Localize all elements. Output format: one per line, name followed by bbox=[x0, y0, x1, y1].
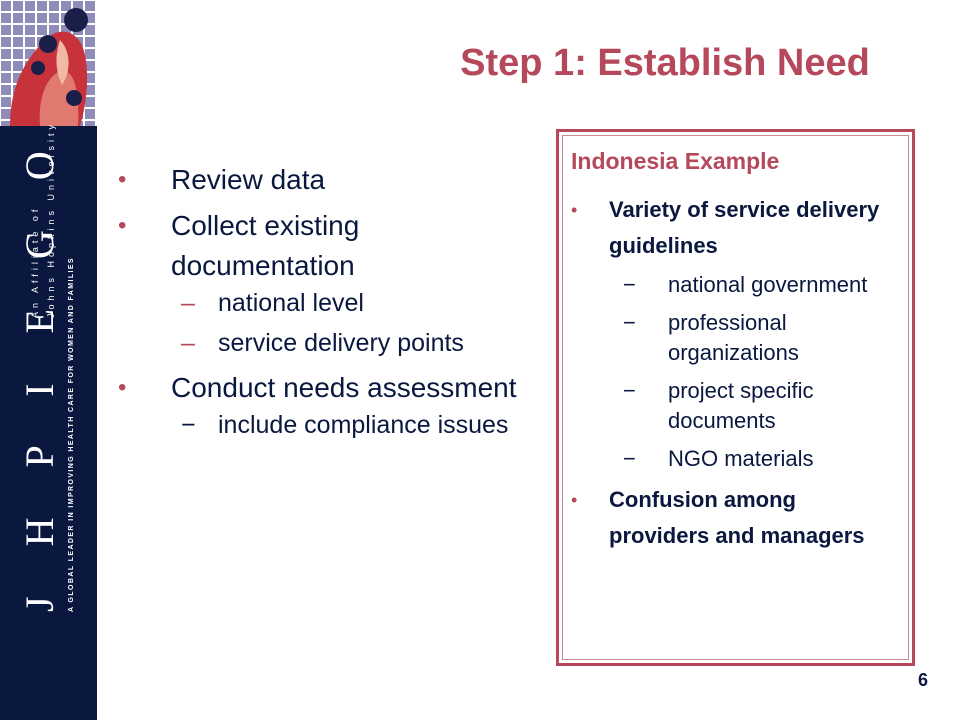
bullet-review-data: • Review data bbox=[118, 160, 548, 200]
bullet-text: Collect existing documentation bbox=[171, 210, 360, 281]
sub-bullet-list: − include compliance issues bbox=[171, 410, 548, 440]
bullet-marker: • bbox=[571, 490, 578, 510]
sub-bullet-text: include compliance issues bbox=[218, 411, 509, 439]
box-sub-list: − national government − professional org… bbox=[609, 270, 896, 474]
box-bullet-text: Confusion among providers and managers bbox=[609, 487, 865, 548]
box-title: Indonesia Example bbox=[571, 148, 780, 174]
box-sub-national-government: − national government bbox=[609, 270, 896, 300]
box-sub-professional-organizations: − professional organizations bbox=[609, 308, 896, 368]
bullet-text: Review data bbox=[171, 164, 326, 195]
bullet-conduct-needs-assessment: • Conduct needs assessment − include com… bbox=[118, 368, 548, 440]
dash-marker: − bbox=[623, 446, 636, 471]
dash-marker: − bbox=[623, 310, 636, 335]
box-sub-text: NGO materials bbox=[668, 446, 814, 471]
dash-marker: – bbox=[181, 289, 195, 317]
box-bullet-text: Variety of service delivery guidelines bbox=[609, 197, 880, 258]
box-sub-text: national government bbox=[668, 272, 868, 297]
affiliate-line-2: Johns Hopkins University bbox=[46, 120, 56, 318]
indonesia-example-box: Indonesia Example • Variety of service d… bbox=[556, 129, 915, 666]
affiliate-line-1: An Affiliate of bbox=[30, 205, 40, 318]
sidebar-branding: J H P I E G O An Affiliate of Johns Hopk… bbox=[0, 0, 97, 720]
dash-marker: − bbox=[623, 272, 636, 297]
sub-bullet-list: – national level – service delivery poin… bbox=[171, 288, 548, 358]
box-sub-text: professional organizations bbox=[668, 310, 799, 365]
brand-tagline: A GLOBAL LEADER IN IMPROVING HEALTH CARE… bbox=[68, 257, 75, 612]
bullet-marker: • bbox=[118, 212, 127, 239]
main-bullet-list: • Review data • Collect existing documen… bbox=[118, 160, 548, 450]
slide-title: Step 1: Establish Need bbox=[460, 42, 870, 84]
sub-bullet-service-delivery-points: – service delivery points bbox=[171, 328, 548, 358]
bullet-marker: • bbox=[571, 200, 578, 220]
box-bullet-confusion: • Confusion among providers and managers bbox=[571, 482, 896, 554]
sub-bullet-text: national level bbox=[218, 289, 364, 317]
sub-bullet-compliance-issues: − include compliance issues bbox=[171, 410, 548, 440]
box-sub-project-specific-documents: − project specific documents bbox=[609, 376, 896, 436]
bullet-collect-documentation: • Collect existing documentation – natio… bbox=[118, 206, 548, 358]
bullet-marker: • bbox=[118, 166, 127, 193]
dash-marker: − bbox=[181, 411, 196, 439]
sub-bullet-national-level: – national level bbox=[171, 288, 548, 318]
bullet-text: Conduct needs assessment bbox=[171, 372, 517, 403]
dash-marker: − bbox=[623, 378, 636, 403]
box-sub-text: project specific documents bbox=[668, 378, 814, 433]
sub-bullet-text: service delivery points bbox=[218, 329, 464, 357]
box-inner-border bbox=[562, 135, 909, 660]
box-bullet-guidelines: • Variety of service delivery guidelines… bbox=[571, 192, 896, 474]
family-logo-icon bbox=[0, 0, 97, 126]
box-bullet-list: • Variety of service delivery guidelines… bbox=[571, 192, 896, 562]
page-number: 6 bbox=[918, 670, 929, 690]
bullet-marker: • bbox=[118, 374, 127, 401]
logo-graphic bbox=[0, 0, 97, 126]
box-sub-ngo-materials: − NGO materials bbox=[609, 444, 896, 474]
dash-marker: – bbox=[181, 329, 195, 357]
